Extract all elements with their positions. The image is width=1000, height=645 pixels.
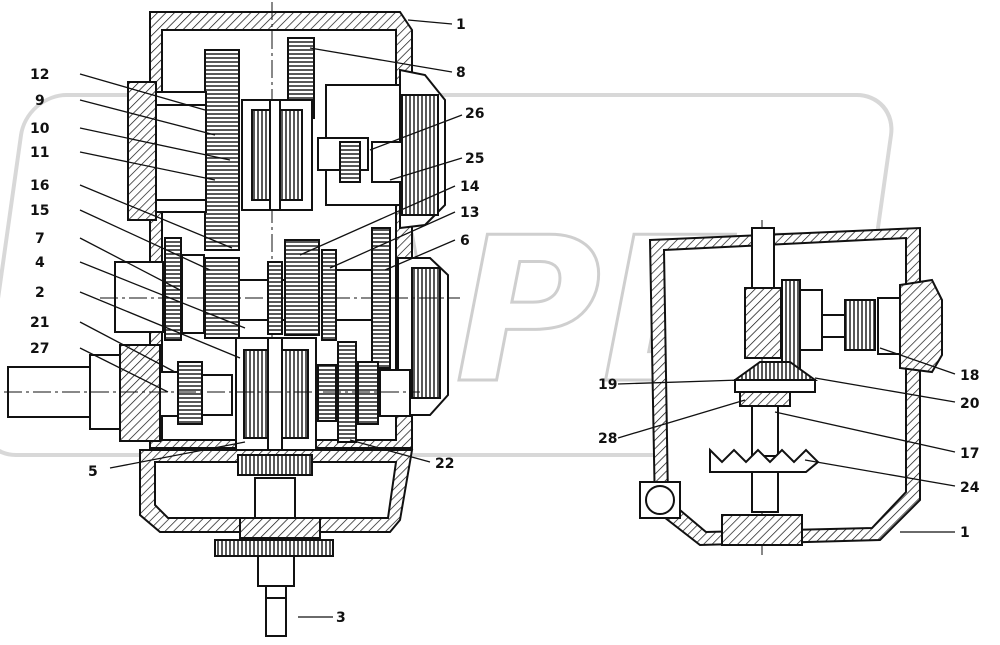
label-20: 20 xyxy=(960,396,980,412)
label-15: 15 xyxy=(30,203,49,219)
label-3: 3 xyxy=(336,610,346,626)
side-section-view xyxy=(639,220,943,555)
leader-lines xyxy=(79,19,956,618)
label-21: 21 xyxy=(30,315,49,331)
label-18: 18 xyxy=(960,368,979,384)
label-1-side: 1 xyxy=(960,525,970,541)
label-24: 24 xyxy=(960,480,980,496)
label-17: 17 xyxy=(960,446,979,462)
label-19: 19 xyxy=(598,377,617,393)
label-27: 27 xyxy=(30,341,49,357)
label-25: 25 xyxy=(465,151,484,167)
label-12: 12 xyxy=(30,67,49,83)
label-2: 2 xyxy=(35,285,45,301)
label-26: 26 xyxy=(465,106,484,122)
label-16: 16 xyxy=(30,178,49,194)
label-10: 10 xyxy=(30,121,50,137)
label-8: 8 xyxy=(456,65,466,81)
label-11: 11 xyxy=(30,145,49,161)
callout-labels: 1 8 12 9 26 10 11 25 16 14 15 13 7 6 4 2… xyxy=(30,17,980,626)
label-9: 9 xyxy=(35,93,45,109)
main-gearbox-section xyxy=(4,2,460,640)
label-6: 6 xyxy=(460,233,470,249)
label-4: 4 xyxy=(35,255,45,271)
label-1-main: 1 xyxy=(456,17,466,33)
label-22: 22 xyxy=(435,456,454,472)
label-14: 14 xyxy=(460,179,480,195)
label-13: 13 xyxy=(460,205,479,221)
label-5: 5 xyxy=(88,464,98,480)
label-7: 7 xyxy=(35,231,45,247)
label-28: 28 xyxy=(598,431,617,447)
